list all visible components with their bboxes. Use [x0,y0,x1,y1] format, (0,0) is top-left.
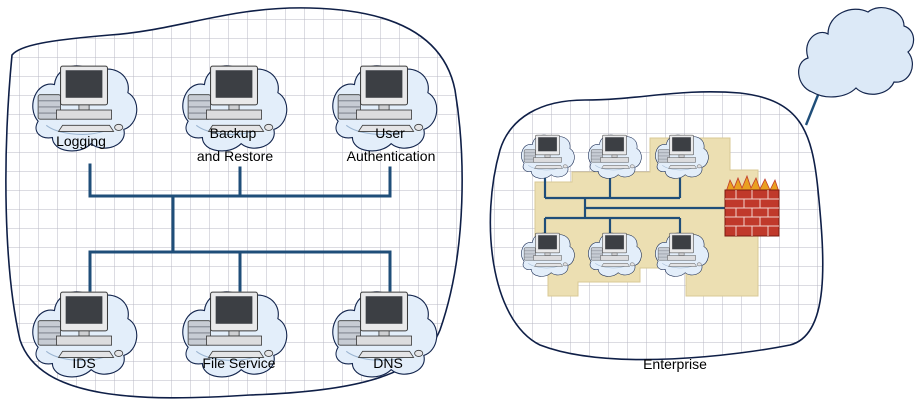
auth-label-line2: Authentication [347,148,436,164]
firewall-icon [724,174,780,237]
auth-label-line1: User [375,125,405,141]
enterprise-label: Enterprise [643,356,707,372]
backup-label-line1: Backup [210,125,257,141]
backup-label-line2: and Restore [197,148,273,164]
file-service-label: File Service [202,355,275,371]
logging-label: Logging [56,133,106,149]
enterprise-network-bus [543,178,727,238]
ids-label: IDS [72,355,95,371]
internet-cloud-icon [798,7,915,126]
enterprise-region [489,90,824,361]
dns-label: DNS [373,355,403,371]
services-network-bus [88,163,392,292]
